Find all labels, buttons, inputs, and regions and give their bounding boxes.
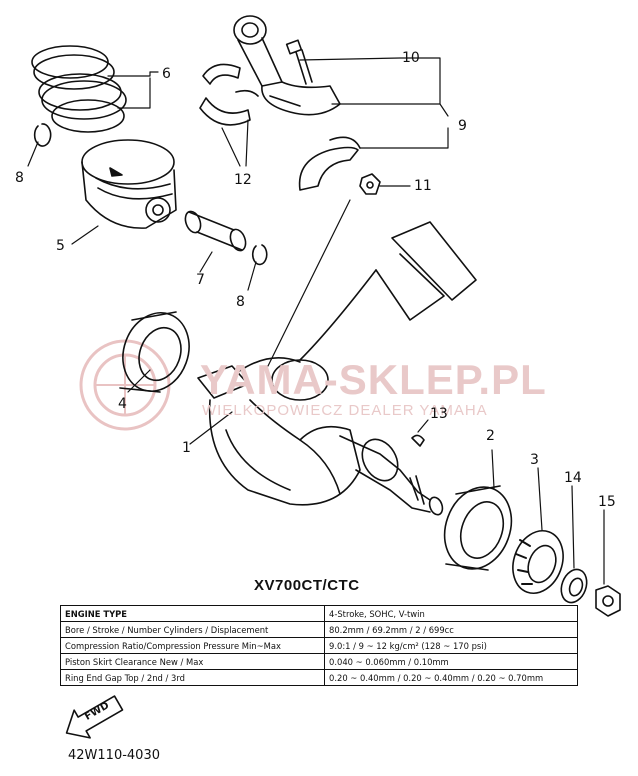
engine-spec-table: ENGINE TYPE 4-Stroke, SOHC, V-twin Bore … bbox=[60, 605, 578, 686]
rod-bolt bbox=[285, 39, 313, 85]
spec-value: 0.040 ~ 0.060mm / 0.10mm bbox=[324, 653, 578, 670]
callout-8a: 8 bbox=[15, 170, 24, 186]
crankshaft bbox=[197, 221, 477, 516]
spec-value: 0.20 ~ 0.40mm / 0.20 ~ 0.40mm / 0.20 ~ 0… bbox=[324, 669, 578, 686]
callout-14: 14 bbox=[564, 470, 582, 486]
spec-value: 9.0:1 / 9 ~ 12 kg/cm² (128 ~ 170 psi) bbox=[324, 637, 578, 654]
callout-12: 12 bbox=[234, 172, 252, 188]
callout-4: 4 bbox=[118, 396, 127, 412]
callout-15: 15 bbox=[598, 494, 616, 510]
callout-9: 9 bbox=[458, 118, 467, 134]
piston bbox=[81, 139, 177, 229]
watermark-brand: YAMA-SKLEP.PL bbox=[200, 356, 547, 403]
spec-row: Compression Ratio/Compression Pressure M… bbox=[60, 637, 578, 654]
callout-7: 7 bbox=[196, 272, 205, 288]
circlip-left bbox=[33, 123, 52, 147]
spec-label: Bore / Stroke / Number Cylinders / Displ… bbox=[60, 621, 325, 638]
big-end-bearings bbox=[199, 63, 259, 126]
rod-nut bbox=[359, 173, 381, 195]
callout-8b: 8 bbox=[236, 294, 245, 310]
callout-6: 6 bbox=[162, 66, 171, 82]
spec-header-row: ENGINE TYPE 4-Stroke, SOHC, V-twin bbox=[60, 605, 578, 622]
watermark-logo bbox=[79, 339, 171, 431]
spec-label: Ring End Gap Top / 2nd / 3rd bbox=[60, 669, 325, 686]
callout-11: 11 bbox=[414, 178, 432, 194]
callout-13: 13 bbox=[430, 406, 448, 422]
watermark-tagline: WIELKOPOWIECZ DEALER YAMAHA bbox=[202, 402, 488, 419]
model-title: XV700CT/CTC bbox=[254, 577, 360, 594]
main-bearing-right bbox=[443, 485, 513, 571]
spec-row: Ring End Gap Top / 2nd / 3rd 0.20 ~ 0.40… bbox=[60, 669, 578, 686]
callout-1: 1 bbox=[182, 440, 191, 456]
circlip-right bbox=[251, 244, 268, 266]
diagram-code: 42W110-4030 bbox=[68, 748, 160, 763]
callout-2: 2 bbox=[486, 428, 495, 444]
crank-nut bbox=[595, 585, 621, 617]
spec-row: Piston Skirt Clearance New / Max 0.040 ~… bbox=[60, 653, 578, 670]
callout-3: 3 bbox=[530, 452, 539, 468]
woodruff-key bbox=[411, 434, 425, 447]
spec-value: 80.2mm / 69.2mm / 2 / 699cc bbox=[324, 621, 578, 638]
spec-row: Bore / Stroke / Number Cylinders / Displ… bbox=[60, 621, 578, 638]
piston-pin bbox=[184, 210, 247, 252]
leader-lines bbox=[27, 57, 605, 585]
spec-header-label: ENGINE TYPE bbox=[60, 605, 325, 622]
callout-5: 5 bbox=[56, 238, 65, 254]
connecting-rod bbox=[233, 15, 341, 116]
roller-bearing bbox=[512, 530, 564, 594]
callout-10: 10 bbox=[402, 50, 420, 66]
washer bbox=[560, 568, 588, 604]
spec-label: Compression Ratio/Compression Pressure M… bbox=[60, 637, 325, 654]
piston-rings bbox=[31, 45, 127, 133]
main-bearing-left bbox=[119, 311, 190, 393]
spec-header-value: 4-Stroke, SOHC, V-twin bbox=[324, 605, 578, 622]
spec-label: Piston Skirt Clearance New / Max bbox=[60, 653, 325, 670]
forward-arrow-icon bbox=[65, 695, 124, 739]
rod-cap bbox=[298, 136, 361, 191]
